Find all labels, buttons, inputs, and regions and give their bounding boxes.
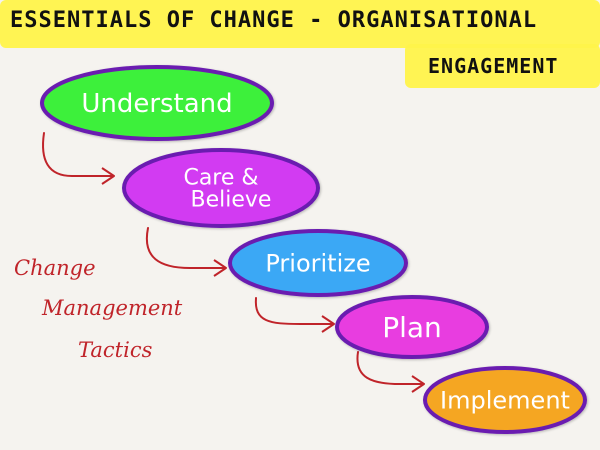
side-note-line-3: Tactics [78,338,153,362]
arrow-head-2 [213,259,227,277]
step-2-label-2: Believe [191,188,272,213]
subtitle-highlight [405,44,600,88]
step-2-label-1: Care & [183,166,258,191]
step-5: Implement [423,366,587,434]
side-note-line-1: Change [14,256,96,280]
arrow-head-3 [321,315,335,333]
step-4-ellipse [335,295,489,359]
side-note-line-2: Management [42,296,183,320]
arrow-head-1 [101,167,115,185]
title-line-2: ENGAGEMENT [428,54,559,78]
step-4: Plan [335,295,489,359]
step-3-label: Prioritize [265,249,370,277]
arrow-head-4 [411,375,425,393]
arrow-1 [42,132,113,177]
step-2-ellipse [122,148,320,228]
step-5-ellipse [423,366,587,434]
arrow-2 [145,227,225,269]
step-5-label: Implement [440,386,570,414]
step-4-label: Plan [382,311,442,344]
arrow-group [42,132,425,393]
step-1-label: Understand [81,89,232,119]
step-2: Care &Believe [122,148,320,228]
step-1-ellipse [40,65,274,141]
title-line-1: ESSENTIALS OF CHANGE - ORGANISATIONAL [10,8,538,33]
step-1: Understand [40,65,274,141]
title-highlight [0,0,600,48]
step-3: Prioritize [228,229,408,297]
step-3-ellipse [228,229,408,297]
arrow-3 [254,297,333,325]
arrow-4 [356,351,423,385]
